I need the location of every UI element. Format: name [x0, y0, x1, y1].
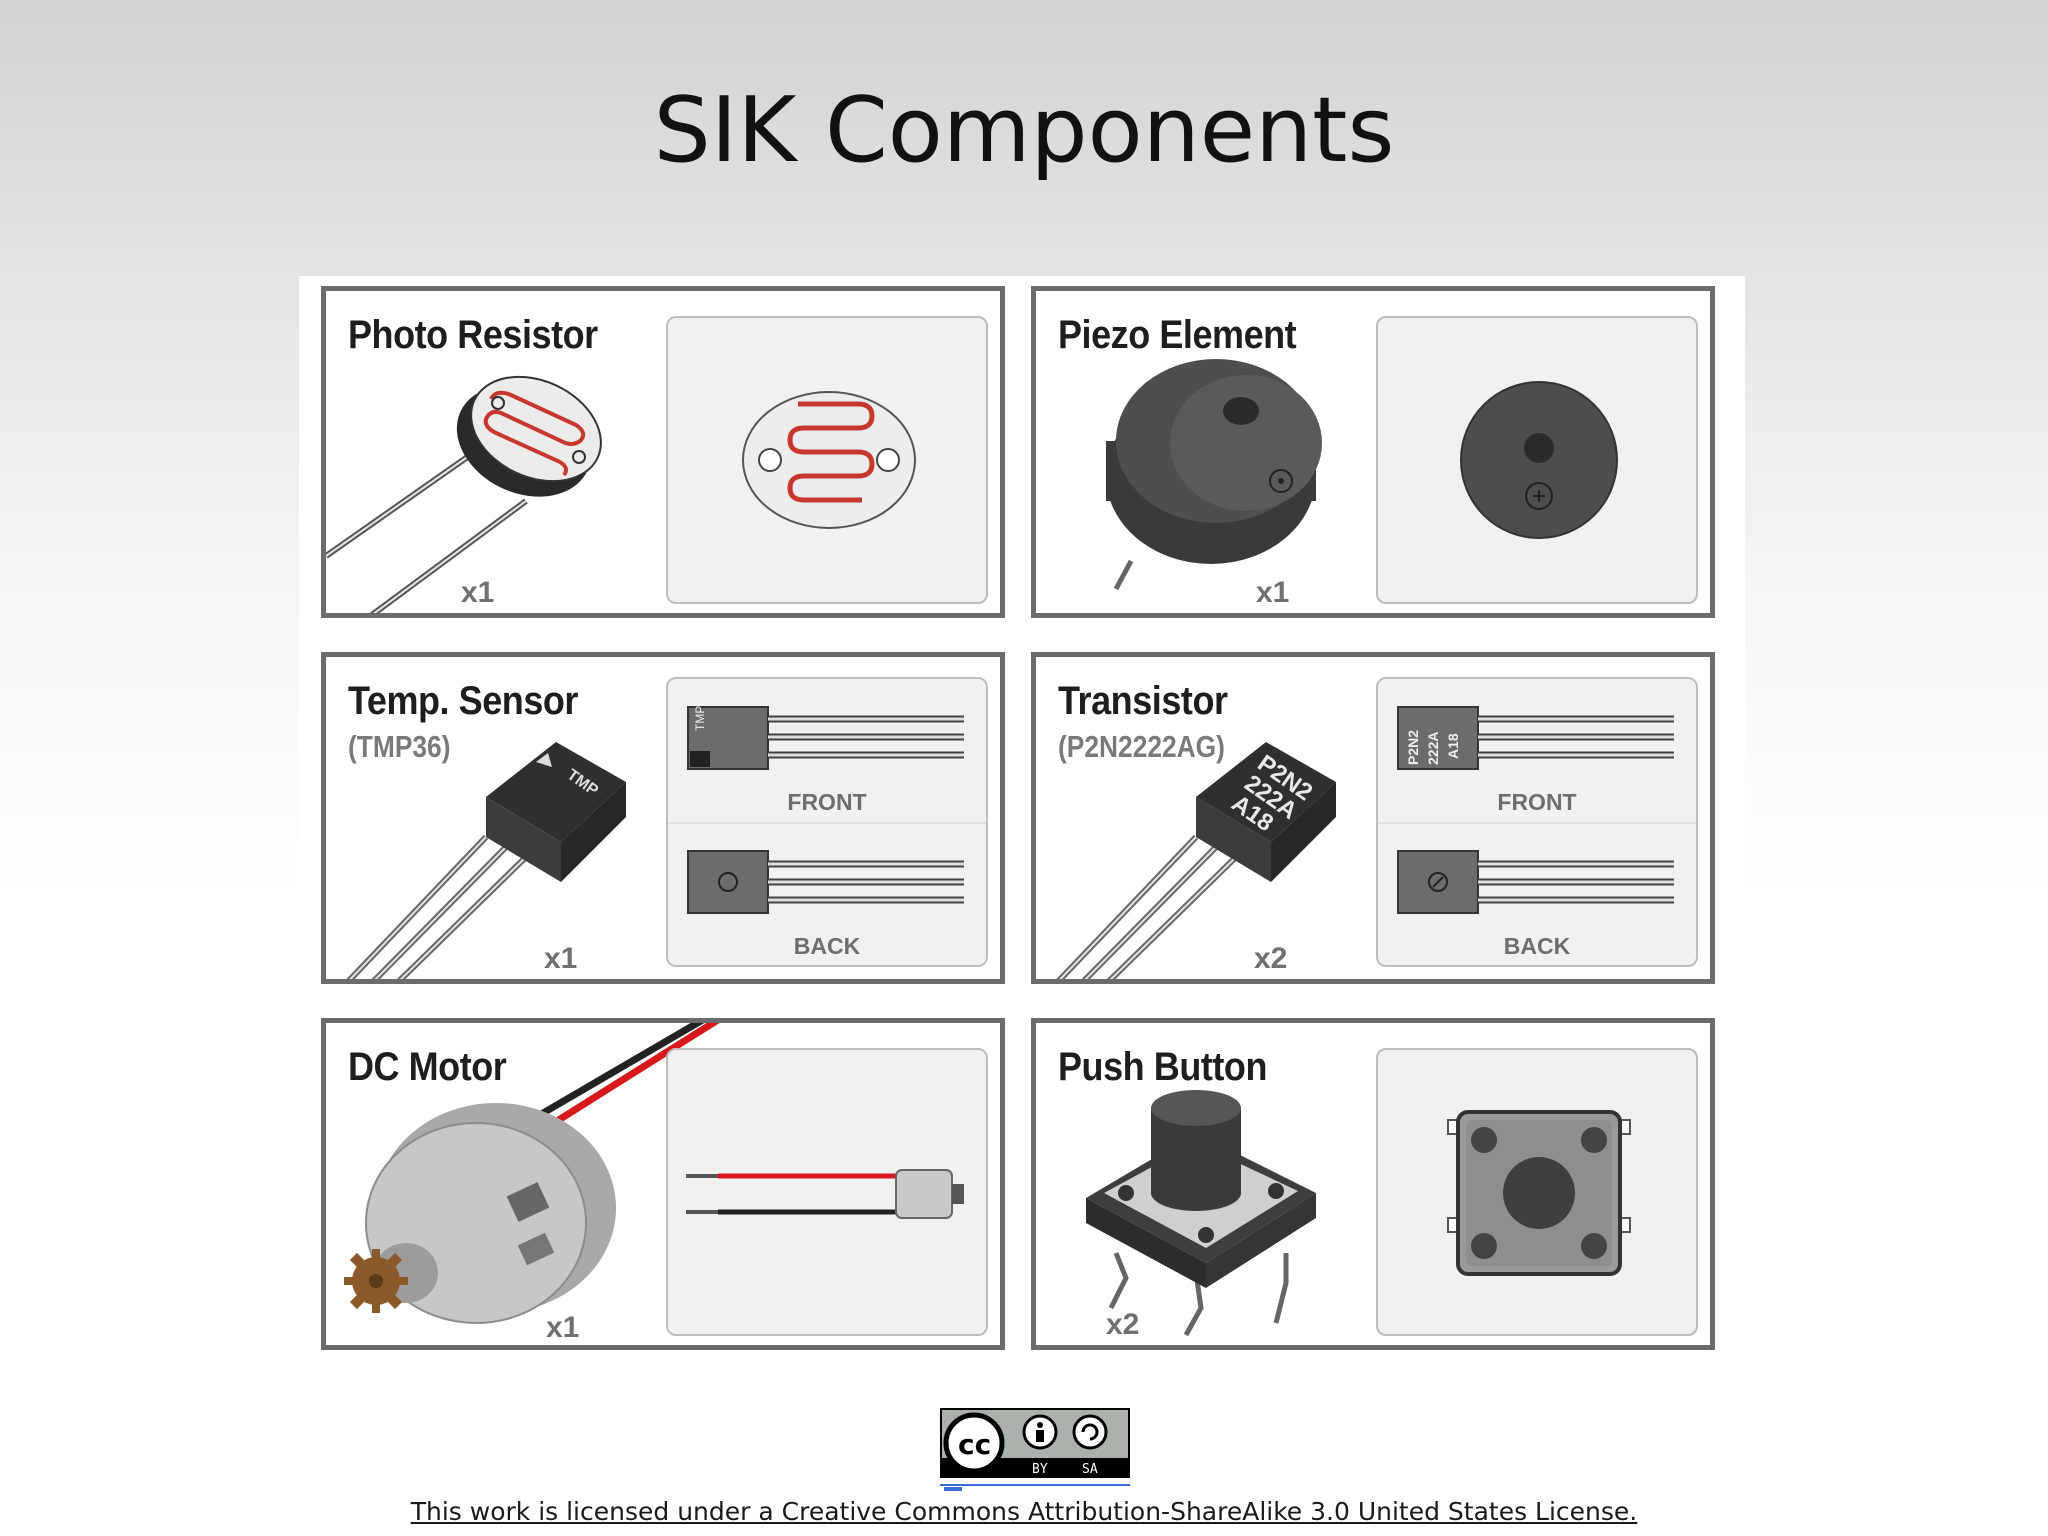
quantity-label: x2 — [1254, 942, 1288, 975]
components-panel: Photo Resistor x1 Piezo Element x1 — [299, 276, 1745, 1356]
quantity-label: x2 — [1106, 1308, 1140, 1341]
svg-text:222A: 222A — [1425, 732, 1441, 765]
symbol-box — [666, 1048, 988, 1336]
svg-text:cc: cc — [958, 1428, 991, 1461]
card-photo-resistor: Photo Resistor x1 — [321, 286, 1005, 618]
card-title: Transistor — [1058, 679, 1228, 723]
symbol-box: TMP FRONT BACK — [666, 677, 988, 967]
transistor-icon: P2N2 222A A18 — [1056, 742, 1336, 979]
quantity-label: x1 — [544, 942, 578, 975]
svg-text:TMP: TMP — [693, 706, 707, 731]
card-title: Piezo Element — [1058, 313, 1297, 357]
piezo-icon — [1106, 359, 1322, 591]
svg-text:P2N2: P2N2 — [1405, 730, 1421, 765]
dc-motor-icon — [344, 1023, 720, 1324]
temp-sensor-icon: TMP — [346, 742, 626, 979]
symbol-box — [1376, 316, 1698, 604]
card-title: Push Button — [1058, 1045, 1268, 1089]
transistor-symbol-icon: P2N2 222A A18 — [1378, 706, 1696, 914]
license-link[interactable]: This work is licensed under a Creative C… — [410, 1497, 1638, 1526]
card-subtitle: (P2N2222AG) — [1058, 729, 1225, 764]
front-label: FRONT — [1497, 789, 1577, 815]
symbol-box: P2N2 222A A18 FRONT — [1376, 677, 1698, 967]
quantity-label: x1 — [461, 576, 495, 609]
symbol-box — [666, 316, 988, 604]
card-title: Photo Resistor — [348, 313, 598, 357]
push-button-symbol-icon — [1447, 1110, 1631, 1276]
card-temp-sensor: TMP Temp. Sensor (TMP36) x1 TMP — [321, 652, 1005, 984]
quantity-label: x1 — [1256, 576, 1290, 609]
creative-commons-icon: cc BY SA — [940, 1408, 1130, 1491]
push-button-icon — [1086, 1090, 1316, 1337]
badge-by-text: BY — [1032, 1462, 1048, 1477]
dc-motor-symbol-icon — [686, 1169, 964, 1219]
temp-sensor-symbol-icon: TMP — [668, 706, 986, 914]
svg-text:A18: A18 — [1445, 733, 1461, 759]
quantity-label: x1 — [546, 1311, 580, 1344]
card-subtitle: (TMP36) — [348, 729, 451, 764]
card-title: Temp. Sensor — [348, 679, 578, 723]
photo-resistor-symbol-icon — [742, 391, 916, 529]
card-title: DC Motor — [348, 1045, 507, 1089]
slide-title: SIK Components — [653, 78, 1395, 183]
front-label: FRONT — [787, 789, 867, 815]
card-transistor: P2N2 222A A18 Transistor (P2N2222AG) x2 … — [1031, 652, 1715, 984]
card-dc-motor: DC Motor x1 — [321, 1018, 1005, 1350]
card-piezo-element: Piezo Element x1 — [1031, 286, 1715, 618]
photo-resistor-icon — [326, 375, 602, 613]
back-label: BACK — [793, 933, 861, 959]
symbol-box — [1376, 1048, 1698, 1336]
back-label: BACK — [1503, 933, 1571, 959]
piezo-symbol-icon — [1460, 381, 1618, 539]
badge-sa-text: SA — [1082, 1462, 1098, 1477]
card-push-button: Push Button x2 — [1031, 1018, 1715, 1350]
